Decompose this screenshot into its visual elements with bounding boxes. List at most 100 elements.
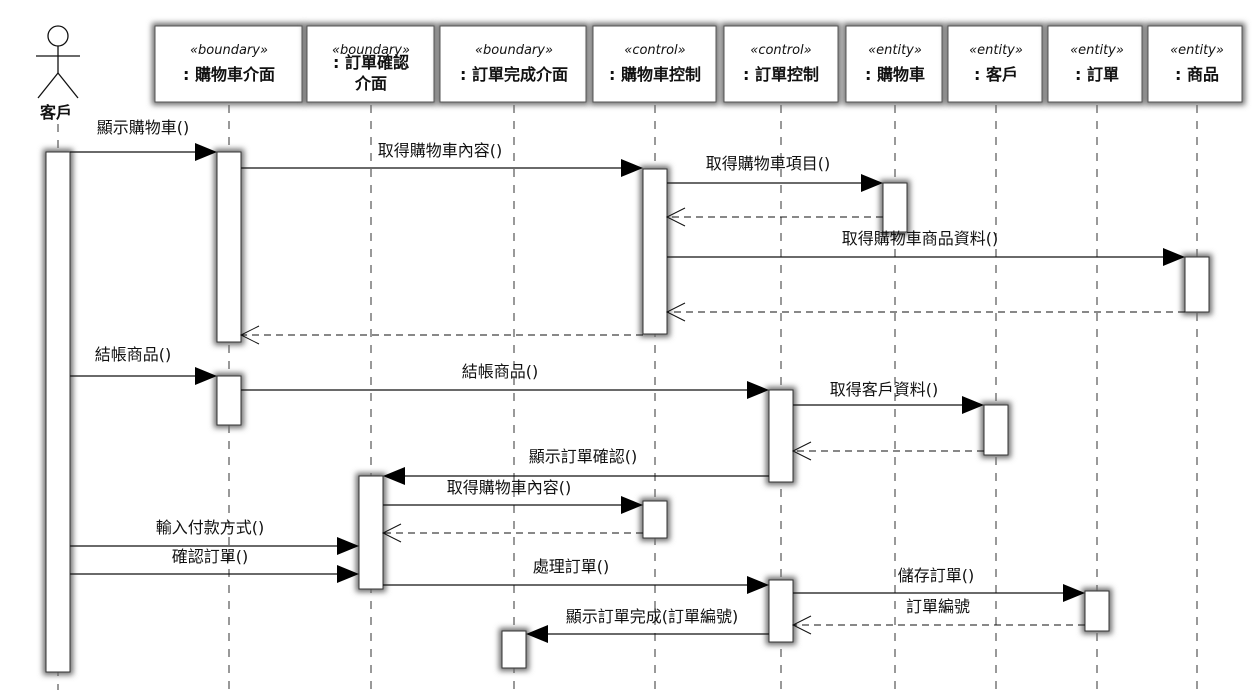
participant-name: : 客戶 <box>974 65 1018 84</box>
participant-box <box>439 25 587 103</box>
participant-stereotype: «entity» <box>868 43 922 58</box>
participant-name: : 訂單控制 <box>743 65 819 84</box>
arrowhead-filled <box>747 576 769 594</box>
return-message <box>665 207 883 227</box>
actor-name: 客戶 <box>40 103 72 122</box>
activation-bar <box>766 577 796 645</box>
activation-bar <box>981 402 1011 458</box>
participant-confirm_ui: «boundary»: 訂單確認介面 <box>304 23 437 105</box>
participant-name: : 購物車控制 <box>609 65 701 84</box>
activation-bar <box>1082 588 1112 634</box>
arrowhead-filled <box>621 159 643 177</box>
activation-bar <box>766 387 796 485</box>
participant-stereotype: «entity» <box>1170 43 1224 58</box>
participant-stereotype: «control» <box>624 43 685 58</box>
message-label: 結帳商品() <box>462 362 539 381</box>
message-label: 取得客戶資料() <box>830 380 939 399</box>
call-message <box>383 576 769 594</box>
arrowhead-filled <box>962 396 984 414</box>
participant-box <box>1047 25 1143 103</box>
participant-box <box>306 25 435 103</box>
arrowhead-open <box>239 325 260 345</box>
message-label: 取得購物車內容() <box>447 478 572 497</box>
call-message <box>70 367 217 385</box>
participant-cart_ctrl: «control» : 購物車控制 <box>590 23 719 105</box>
activation-bar <box>1182 254 1212 315</box>
activation-box <box>768 579 794 643</box>
participant-box <box>845 25 943 103</box>
message-label: 確認訂單() <box>172 547 249 566</box>
arrowhead-filled <box>747 381 769 399</box>
participant-stereotype: «boundary» <box>475 43 553 58</box>
participant-cart: «entity» : 購物車 <box>843 23 945 105</box>
message-label: 結帳商品() <box>95 345 172 364</box>
message-label: 顯示訂單完成(訂單編號) <box>566 607 739 626</box>
activation-bar <box>214 373 244 428</box>
call-message <box>793 396 984 414</box>
arrowhead-filled <box>337 565 359 583</box>
return-message <box>239 325 643 345</box>
call-message <box>241 159 643 177</box>
arrowhead-filled <box>1063 584 1085 602</box>
actor-left-leg <box>37 72 59 99</box>
message-label: 取得購物車項目() <box>706 154 831 173</box>
message-label: 處理訂單() <box>533 557 610 576</box>
participant-product: «entity» : 商品 <box>1145 23 1245 105</box>
return-message <box>665 302 1185 322</box>
arrowhead-open <box>791 615 812 635</box>
participant-stereotype: «control» <box>750 43 811 58</box>
activation-box <box>1084 590 1110 632</box>
participant-done_ui: «boundary»: 訂單完成介面 <box>437 23 589 105</box>
participant-name: : 商品 <box>1175 65 1219 84</box>
message-label: 取得購物車內容() <box>378 141 503 160</box>
call-message <box>383 467 769 485</box>
participant-stereotype: «entity» <box>969 43 1023 58</box>
arrowhead-open <box>791 441 812 461</box>
arrowhead-filled <box>383 467 405 485</box>
activation-box <box>882 182 908 233</box>
return-message <box>791 441 984 461</box>
activation-box <box>768 389 794 483</box>
call-message <box>667 248 1185 266</box>
activation-box <box>45 151 71 673</box>
arrowhead-filled <box>195 143 217 161</box>
activation-bar <box>43 149 73 675</box>
return-message <box>381 523 643 543</box>
call-message <box>667 174 883 192</box>
call-message <box>70 565 359 583</box>
arrowhead-filled <box>861 174 883 192</box>
message-label: 儲存訂單() <box>898 566 975 585</box>
participant-name: : 購物車 <box>865 65 925 84</box>
call-message <box>793 584 1085 602</box>
call-message <box>70 143 217 161</box>
activation-bar <box>214 149 244 345</box>
arrowhead-open <box>665 302 686 322</box>
participant-stereotype: «boundary» <box>190 43 268 58</box>
participant-box <box>947 25 1043 103</box>
activation-box <box>642 500 668 539</box>
activation-box <box>642 168 668 335</box>
message-label: 顯示購物車() <box>97 118 190 137</box>
activation-bar <box>640 166 670 337</box>
participant-box <box>1147 25 1243 103</box>
activation-bar <box>356 473 386 592</box>
arrowhead-open <box>665 207 686 227</box>
activation-box <box>1184 256 1210 313</box>
participant-order: «entity»: 訂單 <box>1045 23 1145 105</box>
participant-name: : 訂單確認介面 <box>333 53 409 93</box>
participant-cart_ui: «boundary» : 購物車介面 <box>152 23 305 105</box>
activation-bar <box>499 628 529 671</box>
participant-name: : 購物車介面 <box>183 65 275 84</box>
participant-customer: «entity» : 客戶 <box>945 23 1045 105</box>
arrowhead-filled <box>1163 248 1185 266</box>
call-message <box>241 381 769 399</box>
participant-stereotype: «boundary» <box>332 43 410 58</box>
message-label: 顯示訂單確認() <box>529 447 638 466</box>
message-label: 輸入付款方式() <box>156 518 265 537</box>
message-label: 訂單編號 <box>906 597 970 616</box>
actor: 客戶 <box>36 25 80 122</box>
arrowhead-open <box>381 523 402 543</box>
arrowhead-filled <box>526 625 548 643</box>
participant-name: : 訂單 <box>1075 65 1119 84</box>
